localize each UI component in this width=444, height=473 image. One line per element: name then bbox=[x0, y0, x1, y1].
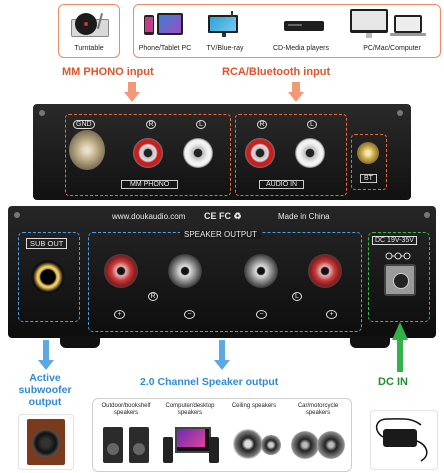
sub-out-group bbox=[18, 232, 80, 322]
phono-group bbox=[65, 114, 231, 196]
sub-out-jack[interactable] bbox=[31, 260, 65, 294]
speaker-l-minus-terminal[interactable] bbox=[244, 254, 278, 288]
tv-icon bbox=[204, 11, 244, 39]
audio-r-label: R bbox=[257, 120, 267, 129]
gnd-label: GND bbox=[73, 120, 95, 129]
speaker-r-label: R bbox=[148, 292, 158, 301]
turntable-icon bbox=[71, 11, 109, 37]
bt-label: BT bbox=[360, 174, 377, 183]
rca-input-heading: RCA/Bluetooth input bbox=[222, 66, 331, 78]
ceiling-speakers-image bbox=[229, 423, 283, 465]
turntable-label: Turntable bbox=[74, 45, 104, 52]
bt-group bbox=[351, 134, 387, 190]
plus-label-2: + bbox=[326, 310, 337, 319]
speaker-output-label: SPEAKER OUTPUT bbox=[180, 230, 261, 239]
speaker-out-heading: 2.0 Channel Speaker output bbox=[140, 376, 279, 388]
car-caption: Car/motorcycle speakers bbox=[297, 403, 339, 416]
turntable-box: Turntable bbox=[58, 4, 120, 58]
gnd-terminal[interactable] bbox=[69, 130, 105, 170]
bookshelf-caption: Outdoor/bookshelf speakers bbox=[101, 403, 151, 416]
speaker-r-plus-terminal[interactable] bbox=[104, 254, 138, 288]
speaker-l-label: L bbox=[292, 292, 302, 301]
pc-label: PC/Mac/Computer bbox=[363, 45, 421, 52]
audio-l-label: L bbox=[307, 120, 317, 129]
cd-player-icon bbox=[284, 17, 324, 37]
plus-label-1: + bbox=[114, 310, 125, 319]
phono-arrow-icon bbox=[124, 82, 140, 102]
dc-in-heading: DC IN bbox=[378, 376, 408, 388]
desktop-caption: Computer/desktop speakers bbox=[165, 403, 215, 416]
phono-r-label: R bbox=[146, 120, 156, 129]
dc-in-group bbox=[368, 232, 430, 322]
phono-l-jack[interactable] bbox=[183, 138, 213, 168]
dc-spec-label: DC 19V-35V bbox=[372, 236, 417, 245]
cd-label: CD-Media players bbox=[272, 45, 330, 52]
dc-in-jack[interactable] bbox=[384, 264, 416, 296]
bookshelf-speakers-image bbox=[101, 423, 153, 465]
speaker-r-minus-terminal[interactable] bbox=[168, 254, 202, 288]
subwoofer-image bbox=[18, 414, 74, 470]
audio-in-r-jack[interactable] bbox=[245, 138, 275, 168]
mm-phono-label: MM PHONO bbox=[121, 180, 179, 189]
audio-in-l-jack[interactable] bbox=[295, 138, 325, 168]
speaker-l-plus-terminal[interactable] bbox=[308, 254, 342, 288]
bt-antenna-jack[interactable] bbox=[357, 142, 379, 164]
phone-tablet-label: Phone/Tablet PC bbox=[138, 45, 192, 52]
car-speakers-image bbox=[291, 423, 347, 465]
rear-panel: GND R L MM PHONO R L AUDIO IN BT bbox=[33, 104, 411, 200]
audio-in-label: AUDIO IN bbox=[259, 180, 305, 189]
power-adapter-image bbox=[370, 410, 438, 470]
certifications-text: CE FC ♻ bbox=[204, 211, 242, 221]
speaker-arrow-icon bbox=[214, 340, 230, 370]
dc-arrow-icon bbox=[392, 322, 408, 372]
minus-label-2: − bbox=[256, 310, 267, 319]
front-panel: www.doukaudio.com CE FC ♻ Made in China … bbox=[8, 206, 436, 338]
website-text: www.doukaudio.com bbox=[112, 212, 186, 221]
phone-tablet-icon bbox=[144, 11, 184, 39]
made-in-text: Made in China bbox=[278, 212, 330, 221]
active-sub-heading: Active subwoofer output bbox=[18, 372, 72, 408]
sources-box: Phone/Tablet PC TV/Blue-ray CD-Media pla… bbox=[133, 4, 441, 58]
phono-input-heading: MM PHONO input bbox=[62, 66, 154, 78]
phono-r-jack[interactable] bbox=[133, 138, 163, 168]
ceiling-caption: Ceiling speakers bbox=[231, 403, 277, 409]
sub-arrow-icon bbox=[38, 340, 54, 370]
sub-out-label: SUB OUT bbox=[26, 238, 68, 249]
speakers-box: Outdoor/bookshelf speakers Computer/desk… bbox=[92, 398, 352, 472]
minus-label-1: − bbox=[184, 310, 195, 319]
pc-icon bbox=[350, 9, 430, 41]
phono-l-label: L bbox=[196, 120, 206, 129]
tv-label: TV/Blue-ray bbox=[206, 45, 244, 52]
audio-in-group bbox=[235, 114, 347, 196]
polarity-icon bbox=[383, 248, 413, 260]
rca-arrow-icon bbox=[288, 82, 304, 102]
desktop-speakers-image bbox=[163, 423, 219, 465]
